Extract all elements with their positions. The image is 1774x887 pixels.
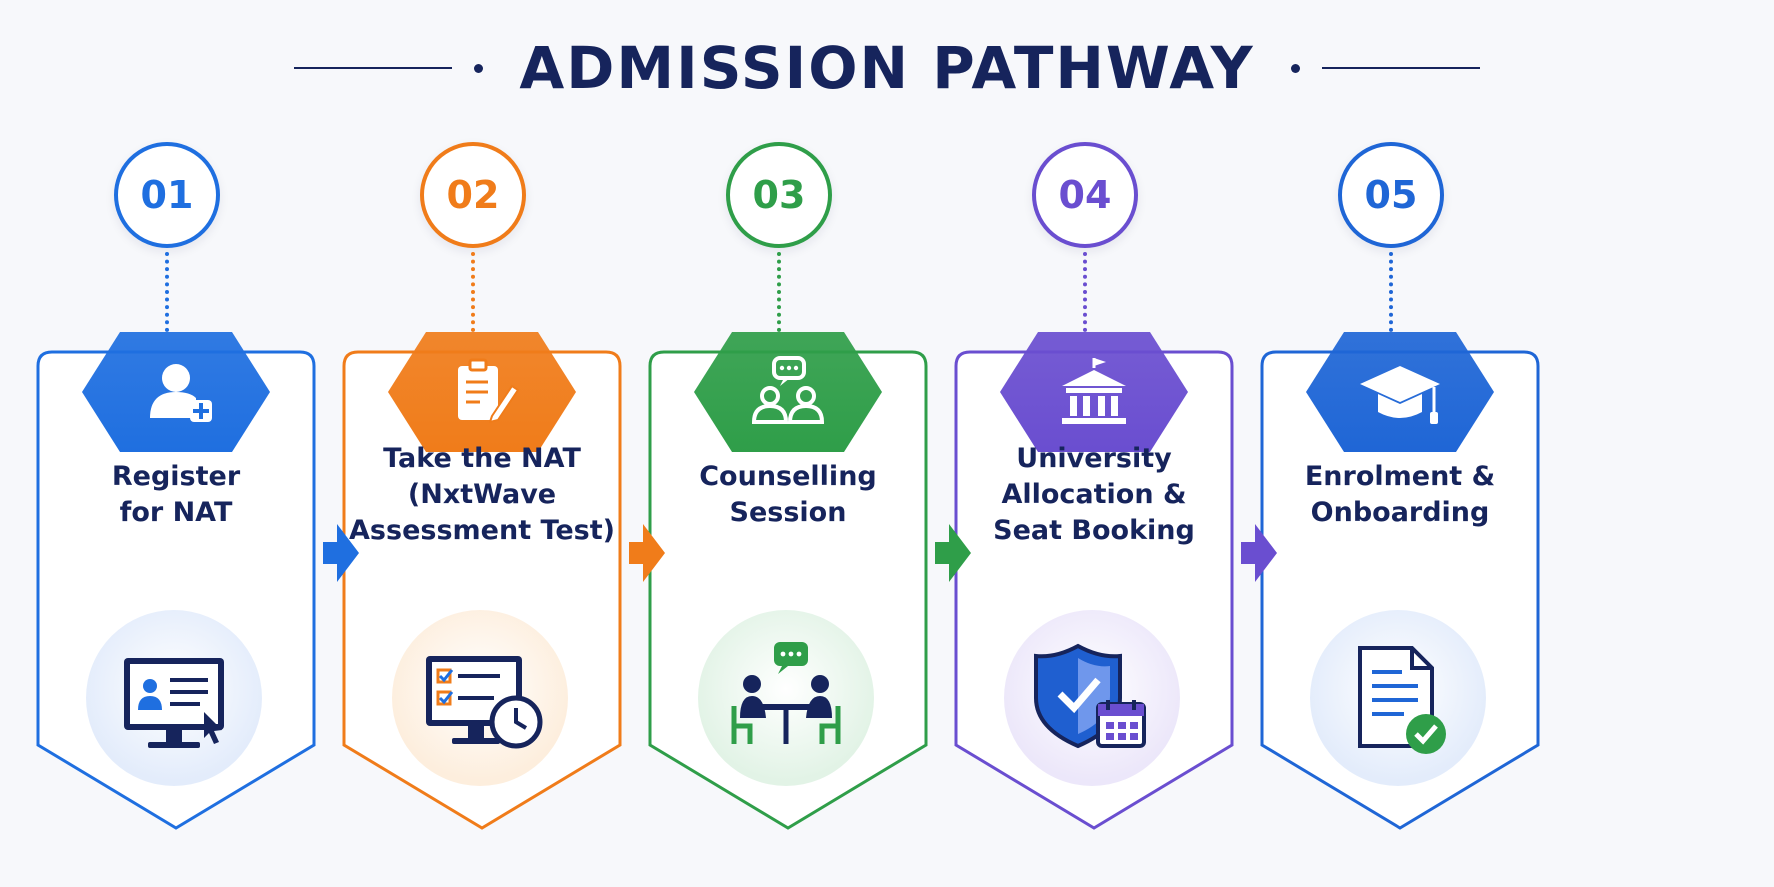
step-label-line: (NxtWave (407, 479, 557, 510)
chat-people-icon (751, 356, 825, 424)
user-plus-icon (150, 364, 212, 422)
step-number-badge: 01 (114, 142, 220, 248)
page-title: ADMISSION PATHWAY (519, 34, 1255, 102)
illustration-circle (1004, 610, 1180, 786)
illustration-circle (86, 610, 262, 786)
step-label-line: for NAT (119, 497, 233, 528)
dotted-connector (777, 252, 781, 332)
step-number-badge: 02 (420, 142, 526, 248)
monitor-checklist-clock-icon (426, 656, 543, 749)
step-label-line: Enrolment & (1304, 461, 1496, 492)
arrow-right-icon (1241, 524, 1277, 582)
arrow-right-icon (935, 524, 971, 582)
step-label: Enrolment & Onboarding (1262, 459, 1538, 531)
title-left-line (294, 67, 453, 69)
step-number-badge: 03 (726, 142, 832, 248)
step-label-line: Take the NAT (383, 443, 581, 474)
step-label-line: Onboarding (1310, 497, 1490, 528)
clipboard-pen-icon (458, 358, 520, 424)
title-right-dot (1290, 63, 1300, 73)
step-label-line: Counselling (699, 461, 877, 492)
step-label-line: Assessment Test) (349, 515, 615, 546)
step-label-line: Register (111, 461, 241, 492)
graduation-cap-icon (1360, 366, 1440, 424)
shield-calendar-icon (1034, 643, 1146, 749)
computer-profile-icon (124, 658, 224, 748)
step-label-line: Allocation & (1001, 479, 1187, 510)
step-label: Register for NAT (38, 459, 314, 531)
illustration-circle (698, 610, 874, 786)
meeting-table-icon (731, 642, 841, 744)
step-label-line: Seat Booking (993, 515, 1195, 546)
illustration-circle (392, 610, 568, 786)
document-check-icon (1358, 646, 1446, 754)
dotted-connector (1389, 252, 1393, 332)
illustration-circle (1310, 610, 1486, 786)
step-number-badge: 05 (1338, 142, 1444, 248)
dotted-connector (471, 252, 475, 332)
step-label-line: Session (729, 497, 847, 528)
step-number-badge: 04 (1032, 142, 1138, 248)
arrow-right-icon (323, 524, 359, 582)
title-row: ADMISSION PATHWAY (0, 18, 1774, 118)
title-right-line (1321, 67, 1480, 69)
arrow-right-icon (629, 524, 665, 582)
university-building-icon (1062, 358, 1126, 424)
title-left-dot (474, 63, 484, 73)
header-hexagon (694, 332, 882, 452)
dotted-connector (165, 252, 169, 332)
step-label-line: University (1016, 443, 1172, 474)
dotted-connector (1083, 252, 1087, 332)
